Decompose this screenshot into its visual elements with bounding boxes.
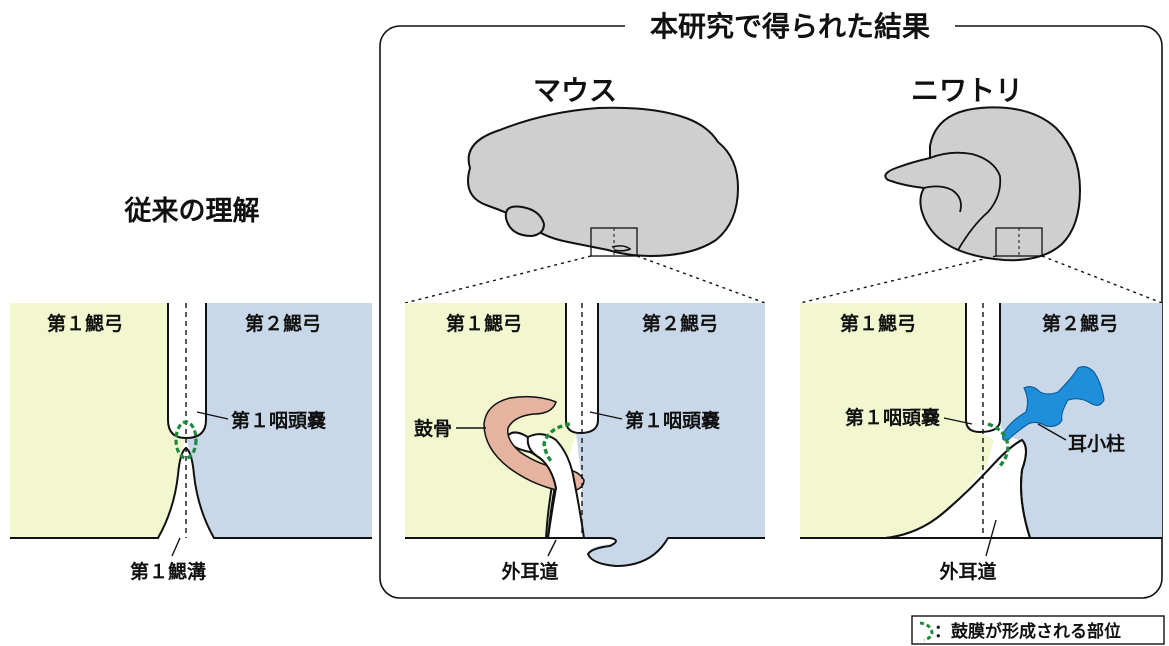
chicken-arch2-region [999,303,1162,538]
legend-text: ：鼓膜が形成される部位 [934,621,1121,642]
conventional-panel: 従来の理解 第１鰓弓 第２鰓弓 第１咽頭嚢 第１鰓溝 [10,196,372,583]
mouse-eardrum-icon [542,422,571,464]
chicken-arch1-label: 第１鰓弓 [840,312,916,335]
left-pouch-label: 第１咽頭嚢 [231,409,327,432]
chicken-columella-label: 耳小柱 [1068,432,1125,455]
chicken-eardrum-icon [987,422,1010,470]
mouse-ear-mark [611,245,632,252]
chicken-columella-leader [1037,423,1067,441]
chicken-canal-label: 外耳道 [939,560,996,583]
left-arch1-label: 第１鰓弓 [47,312,123,335]
left-pouch-leader [196,411,229,420]
legend-box [911,615,1165,645]
result-title-mask [625,10,955,42]
mouse-arch2-region [576,303,765,566]
mouse-head [467,106,740,258]
chicken-zoom-line-left [799,255,997,304]
left-arch2-label: 第２鰓弓 [245,312,321,335]
conventional-title: 従来の理解 [124,196,260,227]
left-groove-leader [171,537,181,557]
mouse-tympanic-bone [483,395,585,493]
chicken-arch2-label: 第２鰓弓 [1042,312,1118,335]
chicken-panel: ニワトリ 第１鰓弓 第２鰓弓 第１咽頭嚢 耳小柱 外耳道 [799,74,1163,583]
chicken-brain-outline [929,151,1002,251]
dashed-circle-icon [919,621,934,642]
mouse-canal-label: 外耳道 [501,560,558,583]
chicken-arch1-region [800,303,994,538]
mouse-pouch-leader [589,411,623,420]
left-groove-label: 第１鰓溝 [130,560,206,583]
chicken-title: ニワトリ [911,74,1023,107]
chicken-head [884,106,1082,262]
mouse-zoom-line-left [404,255,592,304]
mouse-pouch-label: 第１咽頭嚢 [625,409,721,432]
chicken-jaw-outline [923,185,962,213]
chicken-columella [1002,366,1105,441]
legend: ：鼓膜が形成される部位 [911,615,1165,645]
mouse-panel: マウス 第１鰓弓 第２鰓弓 第１咽頭嚢 鼓骨 外耳道 [404,74,766,583]
mouse-arch2-label: 第２鰓弓 [642,312,718,335]
left-outline [167,303,207,440]
chicken-outline [965,303,1001,434]
chicken-zoom-line-right [1041,255,1163,304]
mouse-bone-label: 鼓骨 [414,417,452,440]
mouse-arch1-label: 第１鰓弓 [446,312,522,335]
left-arch2-region [186,303,372,538]
mouse-zoom-line-right [636,255,766,304]
mouse-canal-leader [547,539,557,557]
chicken-pouch-leader [943,417,973,425]
left-eardrum-icon [174,420,198,460]
result-title: 本研究で得られた結果 [650,10,930,43]
mouse-bottom-outline [405,537,765,568]
chicken-pouch-label: 第１咽頭嚢 [845,406,941,429]
mouse-limb [504,205,546,238]
left-arch1-region [10,303,186,538]
chicken-canal-leader [985,519,997,557]
mouse-canal-front [526,433,586,539]
mouse-title: マウス [533,74,617,107]
